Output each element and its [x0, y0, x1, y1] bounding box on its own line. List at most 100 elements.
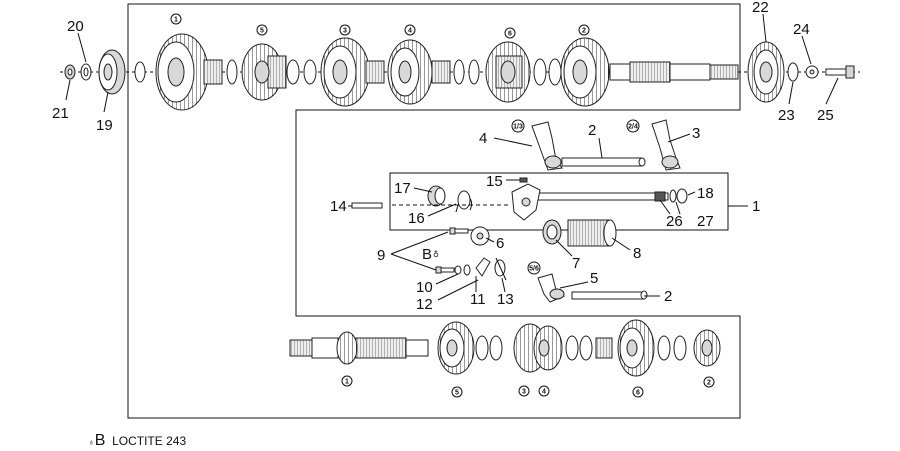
part-15-pin — [519, 177, 528, 183]
bottom-mark-3: 3 — [522, 389, 526, 396]
bottom-needle-bearing — [595, 337, 613, 359]
part-6-star-wheel — [470, 226, 490, 246]
bottom-washer-b — [489, 335, 503, 361]
bottom-mark-5: 5 — [455, 390, 459, 397]
callout-1: 1 — [752, 198, 760, 215]
callout-numbers: 20 21 19 22 24 23 25 4 2 3 1 15 17 16 14… — [52, 0, 834, 313]
callout-17: 17 — [394, 180, 411, 197]
loctite-b-marker: B — [422, 246, 432, 263]
part-2-fork-shaft-lower — [571, 290, 648, 300]
part-8-selector-drum — [567, 219, 617, 247]
bottom-gear-1 — [336, 331, 358, 365]
top-washer-b — [286, 59, 300, 85]
callout-6: 6 — [496, 235, 504, 252]
part-9-screw-upper — [449, 227, 469, 235]
top-gear-1 — [155, 33, 209, 111]
upper-frame — [127, 3, 741, 419]
callout-26: 26 — [666, 213, 683, 230]
part-9-screw-lower — [435, 266, 455, 274]
top-gear-4 — [387, 39, 433, 105]
top-gear-3 — [320, 37, 370, 107]
legend-symbol: B — [94, 432, 106, 449]
bottom-gear-5 — [437, 321, 475, 375]
part-22-sprocket — [747, 41, 785, 103]
part-14-pin — [351, 202, 383, 209]
top-needle-bearing-3 — [431, 60, 451, 84]
callout-13: 13 — [497, 291, 514, 308]
part-13-spring — [494, 257, 507, 281]
part-25-bolt — [825, 65, 855, 79]
callout-18: 18 — [697, 185, 714, 202]
leader-lines — [65, 13, 839, 301]
part-3-fork-2-4 — [651, 119, 681, 171]
part-11-lever — [475, 257, 491, 277]
callout-16: 16 — [408, 210, 425, 227]
callout-24: 24 — [793, 21, 810, 38]
callout-19: 19 — [96, 117, 113, 134]
callout-25: 25 — [817, 107, 834, 124]
top-washer-g — [548, 58, 562, 86]
legend-text: LOCTITE 243 — [112, 434, 187, 448]
callout-7: 7 — [572, 255, 580, 272]
part-5-fork-5-6 — [537, 273, 565, 303]
part-17-bushing — [427, 185, 446, 207]
bottom-mark-2: 2 — [707, 380, 711, 387]
fork-marks: 1/3 2/4 5/6 — [511, 119, 640, 275]
callout-12: 12 — [416, 296, 433, 313]
top-mark-6: 6 — [508, 31, 512, 38]
fork-mark-5-6: 5/6 — [529, 266, 539, 273]
callout-21: 21 — [52, 105, 69, 122]
callout-11: 11 — [470, 291, 486, 308]
top-output-shaft — [609, 61, 739, 83]
callout-4: 4 — [479, 130, 487, 147]
top-mark-1: 1 — [174, 17, 178, 24]
selector-drum-plate — [511, 183, 541, 221]
part-7-bearing — [542, 219, 562, 245]
top-mark-3: 3 — [343, 28, 347, 35]
bottom-washer-d — [579, 335, 593, 361]
top-mark-2: 2 — [582, 28, 586, 35]
bottom-washer-a — [475, 335, 489, 361]
bottom-washer-c — [565, 335, 579, 361]
callout-23: 23 — [778, 107, 795, 124]
callout-8: 8 — [633, 245, 641, 262]
bottom-gear-6 — [617, 319, 655, 377]
part-4-fork-1-3 — [531, 121, 563, 171]
callout-27: 27 — [697, 213, 714, 230]
callout-22: 22 — [752, 0, 769, 16]
top-needle-bearing-2 — [365, 60, 385, 84]
part-1-selector-shaft — [527, 191, 669, 202]
callout-3: 3 — [692, 125, 700, 142]
bottom-input-shaft — [289, 337, 429, 359]
part-2-fork-shaft-upper — [561, 157, 646, 167]
top-gear-5 — [241, 43, 287, 101]
top-mark-5: 5 — [260, 28, 264, 35]
bottom-mark-1: 1 — [345, 379, 349, 386]
top-gear-marks: 1 5 3 4 6 2 — [170, 13, 590, 39]
part-21-nut — [64, 64, 76, 80]
bottom-gear-3-4 — [513, 323, 563, 373]
callout-2-upper: 2 — [588, 122, 596, 139]
callout-2-lower: 2 — [664, 288, 672, 305]
part-18-washer — [676, 188, 688, 204]
top-washer-a — [226, 59, 238, 85]
top-washer-f — [533, 58, 547, 86]
top-spacer-ring — [134, 61, 146, 83]
callout-14: 14 — [330, 198, 347, 215]
part-24-washer — [805, 65, 819, 79]
callout-9: 9 — [377, 247, 385, 264]
bottom-washer-f — [673, 335, 687, 361]
part-10-washer — [454, 265, 462, 275]
top-gear-2 — [560, 37, 610, 107]
callout-15: 15 — [486, 173, 503, 190]
bottom-gear-2 — [693, 329, 721, 367]
top-gear-6 — [485, 41, 531, 103]
top-washer-d — [453, 59, 465, 85]
part-27-washer — [669, 189, 677, 203]
part-20-washer — [80, 63, 92, 81]
bottom-gear-marks: 1 5 3 4 6 2 — [341, 375, 715, 398]
loctite-legend: ♁B LOCTITE 243 — [88, 432, 186, 450]
part-23-washer — [787, 62, 799, 82]
